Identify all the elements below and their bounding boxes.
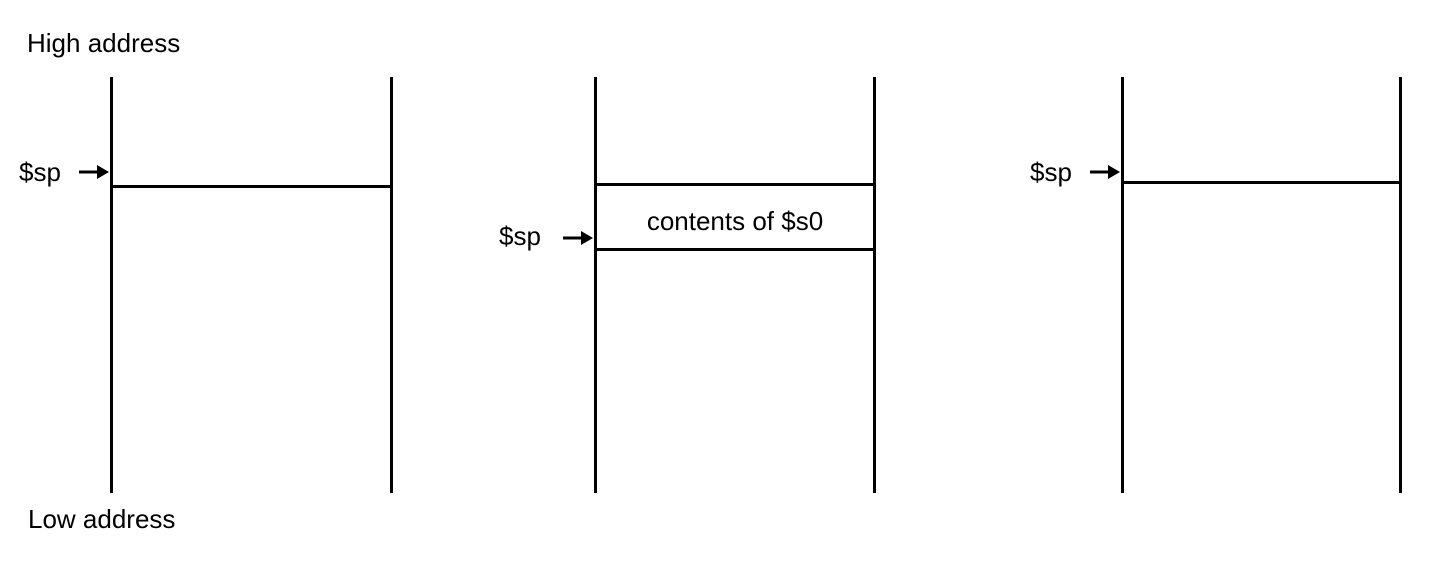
stack-3-left-wall [1121, 77, 1124, 493]
low-address-label: Low address [28, 504, 176, 534]
stack-2-sp-label: $sp [499, 221, 541, 251]
stack-3-right-wall [1399, 77, 1402, 493]
stack-1-right-wall [390, 77, 393, 493]
stack-2-sp-arrow-icon [563, 231, 593, 245]
stack-2-cell-s0: contents of $s0 [646, 206, 824, 236]
stack-2-right-wall [873, 77, 876, 493]
stack-3-sp-label: $sp [1030, 157, 1072, 187]
stack-3-sp-arrow-icon [1090, 165, 1120, 179]
stack-1-sp-label: $sp [19, 157, 61, 187]
stack-2-cell-top [594, 183, 876, 186]
stack-2-left-wall [594, 77, 597, 493]
stack-2-cell-bottom [594, 248, 876, 251]
high-address-label: High address [27, 28, 181, 58]
stack-1-left-wall [110, 77, 113, 493]
stack-3-top-boundary [1121, 181, 1402, 184]
stack-1-sp-arrow-icon [79, 165, 109, 179]
stack-1-top-boundary [110, 185, 393, 188]
